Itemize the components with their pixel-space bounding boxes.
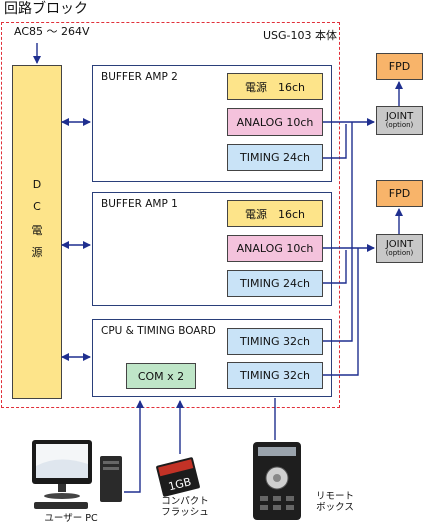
cpu-timing-block-b: TIMING 32ch bbox=[227, 362, 323, 389]
cf-card-text: 1GB bbox=[167, 475, 193, 493]
buffer-amp-1-power-block: 電源 16ch bbox=[227, 200, 323, 227]
dc-label-den: 電 bbox=[31, 224, 43, 237]
buffer-amp-2-timing-block: TIMING 24ch bbox=[227, 144, 323, 171]
joint-bottom-sub: (option) bbox=[385, 249, 414, 258]
buffer-amp-1-timing-block: TIMING 24ch bbox=[227, 270, 323, 297]
cpu-board-title: CPU & TIMING BOARD bbox=[101, 325, 216, 337]
buffer-amp-2-analog-block: ANALOG 10ch bbox=[227, 108, 323, 136]
compact-flash-icon: 1GB bbox=[156, 457, 200, 497]
buffer-amp-2-power-block: 電源 16ch bbox=[227, 73, 323, 100]
joint-bottom-block: JOINT (option) bbox=[376, 234, 423, 263]
diagram-title: 回路ブロック bbox=[4, 1, 88, 17]
power-input-label: AC85 〜 264V bbox=[14, 25, 90, 38]
timing32b-to-joint-bottom bbox=[323, 248, 359, 376]
cf-label: コンパクト フラッシュ bbox=[161, 496, 209, 518]
main-unit-label: USG-103 本体 bbox=[263, 29, 338, 42]
com-port-block: COM x 2 bbox=[126, 363, 196, 389]
timing32a-to-joint-top bbox=[323, 122, 353, 342]
dc-label-d: D bbox=[32, 178, 42, 191]
dc-label-gen: 源 bbox=[31, 246, 43, 259]
joint-top-block: JOINT (option) bbox=[376, 106, 423, 135]
joint-top-label: JOINT bbox=[385, 110, 414, 122]
pc-label: ユーザー PC bbox=[44, 513, 98, 524]
buffer-amp-2-title: BUFFER AMP 2 bbox=[101, 71, 178, 83]
fpd-top-block: FPD bbox=[376, 53, 423, 80]
user-pc-icon bbox=[32, 440, 122, 509]
pc-to-com-arrow bbox=[124, 400, 144, 493]
timing24-1-to-joint-bottom bbox=[323, 250, 347, 284]
fpd-bottom-block: FPD bbox=[376, 180, 423, 207]
joint-bottom-label: JOINT bbox=[385, 238, 414, 250]
buffer-amp-1-analog-block: ANALOG 10ch bbox=[227, 235, 323, 262]
dc-label-c: C bbox=[33, 200, 41, 213]
buffer-amp-1-title: BUFFER AMP 1 bbox=[101, 198, 178, 210]
dc-power-supply: D C 電 源 bbox=[12, 65, 62, 399]
remote-box-icon bbox=[253, 442, 301, 520]
timing24-2-to-joint-top bbox=[323, 124, 347, 159]
cpu-timing-block-a: TIMING 32ch bbox=[227, 328, 323, 355]
remote-label: リモート ボックス bbox=[315, 491, 354, 513]
joint-top-sub: (option) bbox=[385, 121, 414, 130]
main-unit-boundary bbox=[1, 22, 340, 408]
